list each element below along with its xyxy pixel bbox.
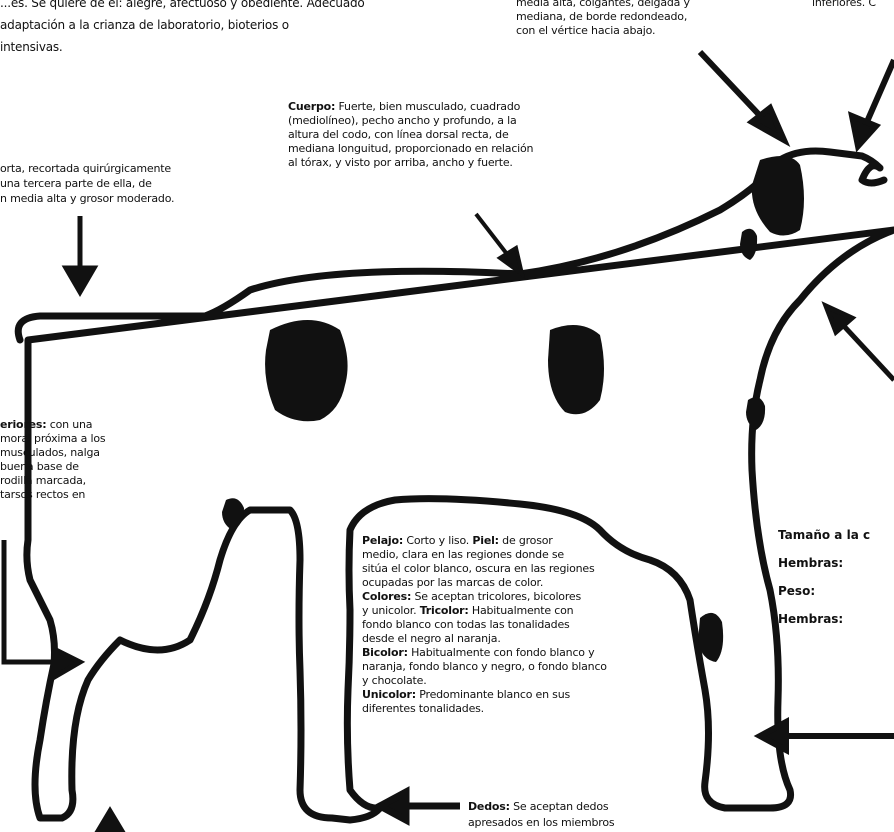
arrow-body: [476, 214, 522, 274]
coat-line-10: naranja, fondo blanco y negro, o fondo b…: [362, 660, 607, 674]
coat-line-3: sitúa el color blanco, oscura en las reg…: [362, 562, 595, 576]
hind-label: eriores:: [0, 418, 46, 431]
tail-line-1: orta, recortada quirúrgicamente: [0, 162, 171, 176]
toes-line-1: Dedos: Se aceptan dedos: [468, 800, 608, 814]
body-line-2: (mediolíneo), pecho ancho y profundo, a …: [288, 114, 517, 128]
body-line-5: al tórax, y visto por arriba, ancho y fu…: [288, 156, 513, 170]
spot-shoulder-small: [740, 229, 757, 260]
top-right-fragment: inferiores. C: [812, 0, 876, 10]
coat-line-7: fondo blanco con todas las tonalidades: [362, 618, 570, 632]
toes-line-2: apresados en los miembros: [468, 816, 614, 830]
body-line-1: Cuerpo: Fuerte, bien musculado, cuadrado: [288, 100, 520, 114]
intro-line-1: ...es. Se quiere de él: alegre, afectuos…: [0, 0, 365, 10]
coat-line-13: diferentes tonalidades.: [362, 702, 484, 716]
tail-line-2: una tercera parte de ella, de: [0, 177, 152, 191]
coat-line-4: ocupadas por las marcas de color.: [362, 576, 543, 590]
spot-chest: [746, 397, 765, 430]
hind-line-1: eriores: con una: [0, 418, 92, 432]
coat-line-5: Colores: Se aceptan tricolores, bicolore…: [362, 590, 581, 604]
body-line-4: mediana longuitud, proporcionado en rela…: [288, 142, 533, 156]
arrow-chest: [826, 306, 894, 380]
size-title: Tamaño a la c: [778, 528, 870, 542]
arrow-bottom: [98, 812, 122, 832]
coat-line-6: y unicolor. Tricolor: Habitualmente con: [362, 604, 573, 618]
coat-line-9: Bicolor: Habitualmente con fondo blanco …: [362, 646, 594, 660]
spot-hind-leg: [222, 498, 244, 530]
hind-line-5: rodilla marcada,: [0, 474, 86, 488]
coat-line-12: Unicolor: Predominante blanco en sus: [362, 688, 570, 702]
body-line-3: altura del codo, con línea dorsal recta,…: [288, 128, 509, 142]
hind-line-6: tarsos rectos en: [0, 488, 85, 502]
coat-line-8: desde el negro al naranja.: [362, 632, 501, 646]
tail-line-3: n media alta y grosor moderado.: [0, 192, 174, 206]
intro-line-3: intensivas.: [0, 40, 63, 54]
body-text-1: Fuerte, bien musculado, cuadrado: [339, 100, 521, 113]
spot-hip: [265, 320, 348, 421]
spot-neck: [752, 156, 804, 236]
ears-line-2: mediana, de borde redondeado,: [516, 10, 687, 24]
hind-line-3: musculados, nalga: [0, 446, 100, 460]
coat-line-2: medio, clara en las regiones donde se: [362, 548, 564, 562]
size-weight: Peso:: [778, 584, 815, 598]
ears-line-3: con el vértice hacia abajo.: [516, 24, 655, 38]
hind-line-2: moral próxima a los: [0, 432, 105, 446]
arrow-top-right: [852, 60, 894, 146]
arrow-toes: [380, 792, 460, 820]
spot-back: [548, 325, 604, 414]
arrow-tail: [66, 216, 94, 292]
body-label: Cuerpo:: [288, 100, 335, 113]
coat-line-1: Pelajo: Corto y liso. Piel: de grosor: [362, 534, 553, 548]
arrow-front-leg: [760, 722, 894, 750]
dog-outline: [18, 151, 894, 820]
size-females-1: Hembras:: [778, 556, 843, 570]
arrow-ears: [700, 52, 784, 140]
coat-line-11: y chocolate.: [362, 674, 427, 688]
size-females-2: Hembras:: [778, 612, 843, 626]
intro-line-2: adaptación a la crianza de laboratorio, …: [0, 18, 289, 32]
ears-line-1: media alta, colgantes, delgada y: [516, 0, 690, 10]
hind-line-4: buena base de: [0, 460, 79, 474]
